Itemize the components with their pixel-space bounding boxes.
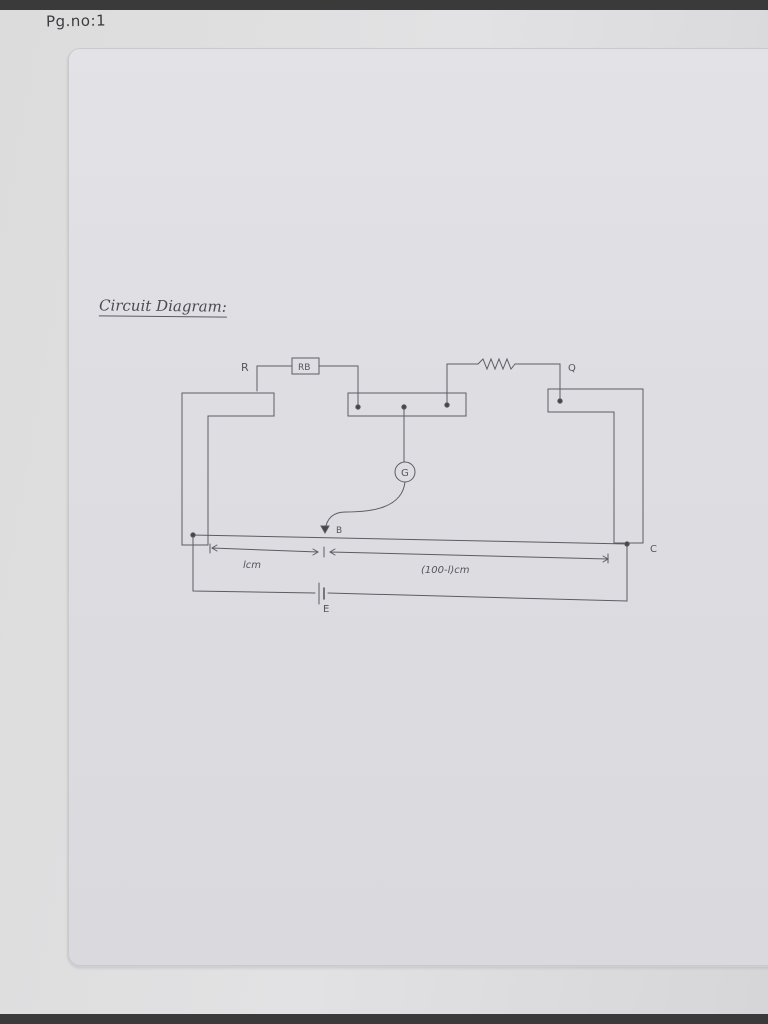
middle-copper-strip (347, 392, 467, 417)
label-cell: E (323, 604, 329, 615)
wire-left-to-cell (192, 536, 316, 594)
notebook-page (0, 10, 768, 1014)
label-length-left: lcm (243, 560, 261, 571)
label-resistance-box: RB (298, 363, 310, 373)
jockey-arrow-icon (320, 525, 330, 535)
length-arrow-right (329, 548, 609, 563)
jockey-wire (324, 481, 406, 531)
resistor-symbol (477, 357, 516, 371)
label-jockey: B (336, 526, 342, 536)
label-length-right: (100-l)cm (421, 565, 470, 576)
right-copper-strip (547, 388, 644, 544)
label-r: R (241, 361, 249, 374)
length-arrow-left (211, 544, 319, 556)
wire-resistor-to-right (514, 363, 561, 400)
label-c: C (650, 544, 657, 555)
label-galvanometer: G (401, 468, 409, 479)
label-q: Q (568, 363, 576, 374)
bridge-wire (191, 534, 629, 545)
wire-rb-to-middle (318, 365, 359, 406)
wire-middle-to-resistor (446, 363, 479, 404)
left-copper-strip (181, 392, 275, 546)
wire-cell-to-right (327, 545, 628, 602)
wire-r-to-rb (256, 365, 293, 392)
ruled-sheet (68, 48, 768, 966)
